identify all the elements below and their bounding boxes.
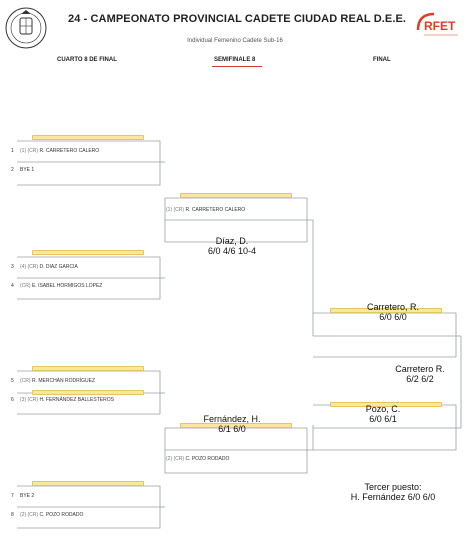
player-name: H. FERNÁNDEZ BALLESTEROS <box>39 397 114 403</box>
player-name: R. CARRETERO CALERO <box>39 148 100 154</box>
sf-winner-name: Fernández, H. <box>203 414 261 424</box>
sf-player-slot[interactable]: (2) (CR) C. POZO RODADO <box>166 456 229 462</box>
player-name: BYE 2 <box>20 493 35 499</box>
player-name: E. ISABEL HORMIGOS LOPEZ <box>31 283 103 289</box>
round-header-quarterfinals: CUARTO 8 DE FINAL <box>57 57 117 63</box>
federation-crest-logo <box>5 7 47 49</box>
seed-highlight-bar <box>180 193 292 198</box>
player-seed: (CR) <box>20 283 31 289</box>
finalist-name: Carretero, R. <box>366 302 419 312</box>
player-seed: (3) (CR) <box>20 397 39 403</box>
player-name: BYE 1 <box>20 167 35 173</box>
round-header-semifinals: SEMIFINALE 8 <box>214 57 256 63</box>
seed-highlight-bar <box>180 423 292 428</box>
seed-highlight-bar <box>32 250 144 255</box>
champion-name: Carretero R. <box>395 364 445 374</box>
svg-text:RFET: RFET <box>424 19 456 33</box>
draw-position-number: 7 <box>11 493 14 499</box>
player-seed: (1) (CR) <box>166 207 185 213</box>
qf-player-slot[interactable]: (CR) E. ISABEL HORMIGOS LOPEZ <box>20 283 102 289</box>
draw-position-number: 6 <box>11 397 14 403</box>
draw-position-number: 8 <box>11 512 14 518</box>
player-seed: (2) (CR) <box>166 456 185 462</box>
qf-player-slot[interactable]: BYE 1 <box>20 167 34 173</box>
seed-highlight-bar <box>330 402 442 407</box>
seed-highlight-bar <box>32 366 144 371</box>
player-seed: (2) (CR) <box>20 512 39 518</box>
draw-position-number: 2 <box>11 167 14 173</box>
player-name: R. CARRETERO CALERO <box>185 207 246 213</box>
player-name: R. MERCHÁN RODRÍGUEZ <box>31 378 96 384</box>
draw-position-number: 1 <box>11 148 14 154</box>
sf-score: 6/0 4/6 10-4 <box>207 246 257 256</box>
draw-position-number: 5 <box>11 378 14 384</box>
sf-winner-name: Díaz, D. <box>215 236 249 246</box>
third-place-label: Tercer puesto: <box>364 482 422 492</box>
player-seed: (4) (CR) <box>20 264 39 270</box>
qf-player-slot[interactable]: (4) (CR) D. DIAZ GARCIA <box>20 264 78 270</box>
qf-player-slot[interactable]: (1) (CR) R. CARRETERO CALERO <box>20 148 99 154</box>
third-place-result: H. Fernández 6/0 6/0 <box>350 492 436 502</box>
player-seed: (CR) <box>20 378 31 384</box>
qf-player-slot[interactable]: (3) (CR) H. FERNÁNDEZ BALLESTEROS <box>20 397 114 403</box>
qf-player-slot[interactable]: (2) (CR) C. POZO RODADO <box>20 512 83 518</box>
qf-player-slot[interactable]: BYE 2 <box>20 493 34 499</box>
player-name: D. DIAZ GARCIA <box>39 264 78 270</box>
player-name: C. POZO RODADO <box>39 512 84 518</box>
qf-player-slot[interactable]: (CR) R. MERCHÁN RODRÍGUEZ <box>20 378 95 384</box>
finalist-score: 6/0 6/0 <box>379 312 407 322</box>
round-header-final: FINAL <box>373 57 391 63</box>
finalist-name: Pozo, C. <box>365 404 401 414</box>
player-name: C. POZO RODADO <box>185 456 230 462</box>
round-header-underline <box>212 66 262 67</box>
sf-player-slot[interactable]: (1) (CR) R. CARRETERO CALERO <box>166 207 245 213</box>
player-seed: (1) (CR) <box>20 148 39 154</box>
seed-highlight-bar <box>32 390 144 395</box>
sf-score: 6/1 6/0 <box>218 424 246 434</box>
champion-score: 6/2 6/2 <box>406 374 434 384</box>
page-title: 24 - CAMPEONATO PROVINCIAL CADETE CIUDAD… <box>68 13 407 25</box>
page-subtitle: Individual Femenino Cadete Sub-16 <box>187 38 283 44</box>
draw-position-number: 4 <box>11 283 14 289</box>
seed-highlight-bar <box>32 135 144 140</box>
finalist-score: 6/0 6/1 <box>369 414 397 424</box>
seed-highlight-bar <box>330 308 442 313</box>
draw-position-number: 3 <box>11 264 14 270</box>
rfet-logo: RFET <box>416 12 458 36</box>
seed-highlight-bar <box>32 481 144 486</box>
